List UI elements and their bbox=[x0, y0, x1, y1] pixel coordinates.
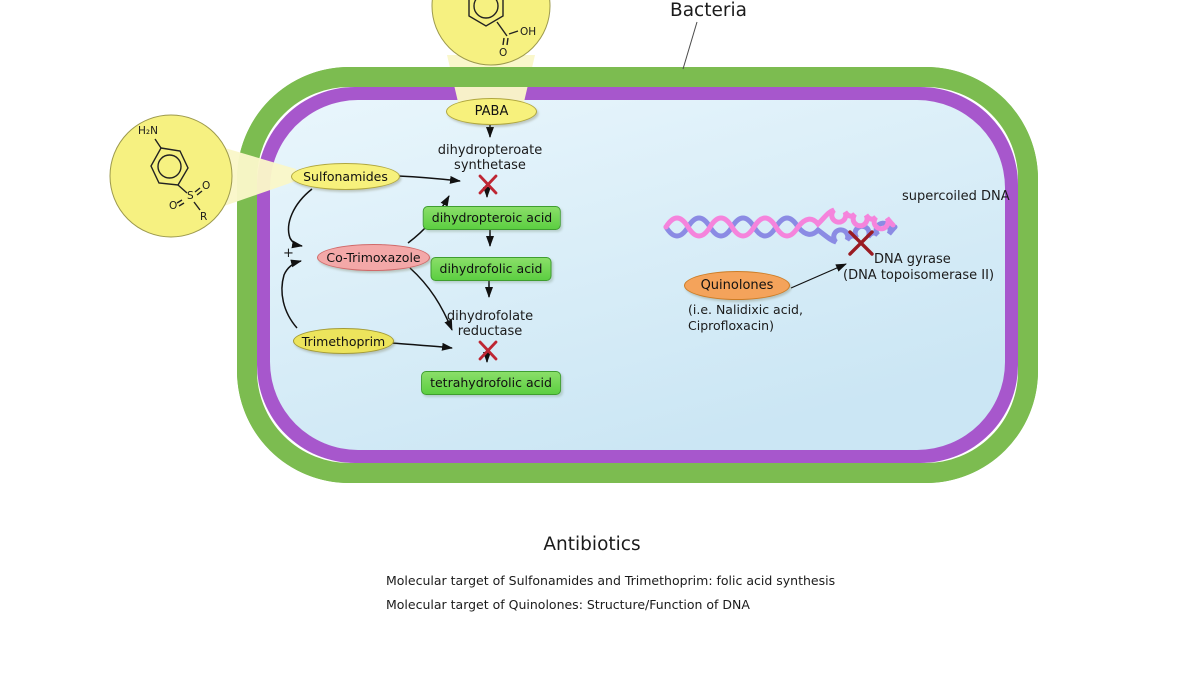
dna-topoisomerase-label: (DNA topoisomerase II) bbox=[843, 268, 995, 283]
dihydrofolic-acid-box: dihydrofolic acid bbox=[430, 257, 552, 281]
sulfonamide-molecule-icon bbox=[109, 114, 233, 238]
footer-target-line2: Molecular target of Quinolones: Structur… bbox=[386, 597, 750, 612]
r-group-label: R bbox=[200, 211, 208, 223]
enzyme-synthetase-label: dihydropteroate synthetase bbox=[437, 143, 543, 173]
trimethoprim-to-reductase-arrow bbox=[391, 342, 453, 351]
supercoiled-dna-label: supercoiled DNA bbox=[902, 189, 1010, 204]
cytoplasm bbox=[270, 100, 1005, 450]
antibiotics-heading: Antibiotics bbox=[543, 534, 641, 555]
quinolone-examples-line1: (i.e. Nalidixic acid, bbox=[688, 302, 803, 317]
dna-strand-purple bbox=[663, 215, 898, 245]
reductase-inhibition-x-icon bbox=[478, 340, 498, 361]
sulfonamides-to-synthetase-arrow bbox=[397, 175, 461, 184]
quinolone-examples-line2: Ciprofloxacin) bbox=[688, 318, 774, 333]
supercoiled-dna-drawing bbox=[663, 207, 898, 256]
quinolones-to-gyrase-arrow bbox=[790, 263, 847, 289]
pathway-arrows bbox=[281, 21, 847, 363]
bacteria-title: Bacteria bbox=[670, 0, 747, 21]
quinolones-ellipse: Quinolones bbox=[684, 271, 790, 300]
sulfonamides-ellipse: Sulfonamides bbox=[291, 163, 400, 190]
sulfur-atom-label: S bbox=[187, 190, 194, 202]
carbonyl-oxygen-label: O bbox=[499, 47, 508, 59]
plus-sign: + bbox=[283, 246, 294, 261]
dna-gyrase-label: DNA gyrase bbox=[874, 252, 951, 267]
footer-target-line1: Molecular target of Sulfonamides and Tri… bbox=[386, 573, 836, 588]
gyrase-inhibition-x-icon bbox=[848, 230, 874, 256]
dihydropteroic-acid-box: dihydropteroic acid bbox=[422, 206, 562, 230]
trimethoprim-to-combo-arrow bbox=[281, 259, 302, 329]
paba-ellipse: PABA bbox=[446, 98, 537, 125]
enzyme-reductase-label: dihydrofolate reductase bbox=[446, 309, 534, 339]
sulfonamides-to-combo-arrow bbox=[287, 188, 313, 249]
trimethoprim-ellipse: Trimethoprim bbox=[293, 328, 394, 354]
cotrimoxazole-ellipse: Co-Trimoxazole bbox=[317, 244, 430, 271]
bacteria-pointer-line bbox=[682, 21, 698, 70]
h2n-atom-label: H₂N bbox=[138, 125, 158, 137]
inhibition-x-icons bbox=[478, 174, 498, 361]
paba-molecule-icon bbox=[431, 0, 551, 66]
tetrahydrofolic-acid-box: tetrahydrofolic acid bbox=[421, 371, 561, 395]
oxygen-bottom-atom-label: O bbox=[169, 200, 178, 212]
dna-strand-pink bbox=[663, 207, 896, 239]
cell-wall-green-ring bbox=[237, 67, 1038, 483]
oxygen-top-atom-label: O bbox=[202, 180, 211, 192]
cotrimoxazole-to-reductase-arrow bbox=[409, 267, 453, 331]
sulfonamide-beam bbox=[218, 146, 296, 206]
synthetase-inhibition-x-icon bbox=[478, 174, 498, 195]
oh-group-label: OH bbox=[520, 26, 537, 38]
